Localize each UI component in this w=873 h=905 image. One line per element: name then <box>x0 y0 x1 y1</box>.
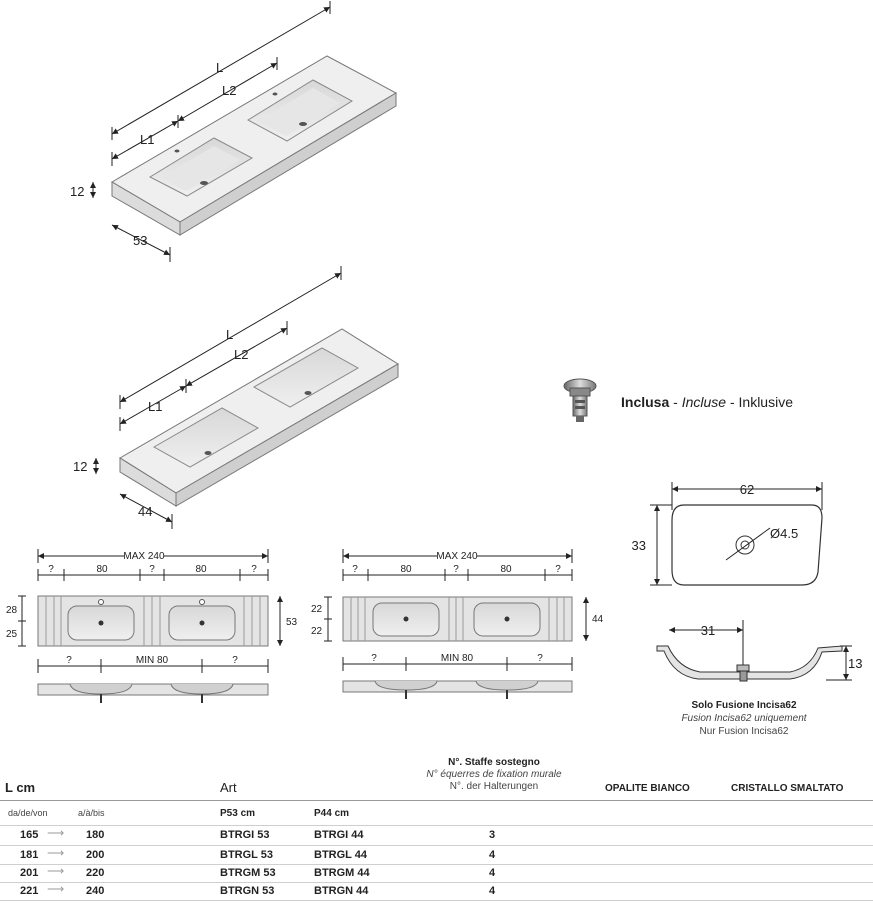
gap-q3: ? <box>251 564 257 575</box>
arrow-right-icon: ⟶ <box>47 826 65 840</box>
included-label: Inclusa - Incluse - Inklusive <box>621 394 793 410</box>
depth-part-2: 25 <box>6 629 18 640</box>
dim-l2-label-2: L2 <box>234 347 248 362</box>
top-view-53: MAX 240 ? 80 ? 80 ? 28 25 53 ? MIN <box>6 549 298 703</box>
basin-depth-label: 33 <box>632 538 646 553</box>
row-3-p53: BTRGM 53 <box>220 867 276 879</box>
row-1-from: 165 <box>20 829 39 841</box>
row-3-to: 220 <box>86 867 105 879</box>
arrow-right-icon: ⟶ <box>47 864 65 878</box>
drain-plug-icon <box>563 378 597 422</box>
top-view-44: MAX 240 ? 80 ? 80 ? 22 22 44 ? MIN 80 <box>311 549 604 699</box>
dim-l1-label-2: L1 <box>148 399 162 414</box>
min-label: MIN 80 <box>136 655 169 666</box>
caption-it: Solo Fusione Incisa62 <box>691 700 797 711</box>
min-label-2: MIN 80 <box>441 653 474 664</box>
row-2-count: 4 <box>489 849 496 861</box>
depth-part-1-2: 22 <box>311 604 323 615</box>
basin-width-2-2: 80 <box>500 564 512 575</box>
row-4-p53: BTRGN 53 <box>220 885 275 897</box>
caption-fr: Fusion Incisa62 uniquement <box>681 713 807 724</box>
row-3-count: 4 <box>489 867 496 879</box>
dim-depth-label-2: 44 <box>138 504 152 519</box>
sep-2: - <box>726 394 739 410</box>
row-1-p53: BTRGI 53 <box>220 829 270 841</box>
col-header-staffe-it: N°. Staffe sostegno <box>448 757 540 768</box>
dim-l2-label: L2 <box>222 83 236 98</box>
row-1-p44: BTRGI 44 <box>314 829 364 841</box>
depth-total-2: 44 <box>592 614 604 625</box>
row-4-count: 4 <box>489 885 496 897</box>
subheader-p44: P44 cm <box>314 808 350 819</box>
included-it: Inclusa <box>621 394 670 410</box>
basin-width-2: 80 <box>195 564 207 575</box>
dim-height-label-2: 12 <box>73 459 87 474</box>
col-header-staffe-de: N°. der Halterungen <box>449 781 539 792</box>
basin-offset-label: 31 <box>701 623 715 638</box>
dim-height-label: 12 <box>70 184 84 199</box>
row-1-to: 180 <box>86 829 105 841</box>
depth-part-2-2: 22 <box>311 626 323 637</box>
arrow-right-icon: ⟶ <box>47 882 65 896</box>
basin-width-label: 62 <box>740 482 754 497</box>
dim-l-label-2: L <box>226 327 233 342</box>
row-1-count: 3 <box>489 829 496 841</box>
iso-drawing-44: L L1 L2 12 44 <box>73 266 399 529</box>
technical-drawings: L L1 L2 12 53 L L1 L2 12 <box>6 1 862 703</box>
col-header-staffe-fr: N° équerres de fixation murale <box>426 769 562 780</box>
dim-l-label: L <box>216 60 223 75</box>
col-header-opalite: OPALITE BIANCO <box>605 783 690 794</box>
depth-part-1: 28 <box>6 605 18 616</box>
basin-width-1: 80 <box>96 564 108 575</box>
bottom-gap-q1: ? <box>66 655 72 666</box>
row-4-to: 240 <box>86 885 105 897</box>
basin-height-label: 13 <box>848 656 862 671</box>
max-label: MAX 240 <box>123 551 165 562</box>
row-2-p44: BTRGL 44 <box>314 849 367 861</box>
row-3-p44: BTRGM 44 <box>314 867 370 879</box>
basin-width-1-2: 80 <box>400 564 412 575</box>
col-header-cristallo: CRISTALLO SMALTATO <box>731 783 844 794</box>
dim-l1-label: L1 <box>140 132 154 147</box>
gap-q2-2: ? <box>453 564 459 575</box>
caption-de: Nur Fusion Incisa62 <box>699 726 789 737</box>
max-label-2: MAX 240 <box>436 551 478 562</box>
row-4-from: 221 <box>20 885 39 897</box>
gap-q1-2: ? <box>352 564 358 575</box>
basin-detail: 62 33 Ø4.5 31 13 <box>632 482 862 682</box>
depth-total: 53 <box>286 617 298 628</box>
col-header-l: L cm <box>5 780 36 795</box>
iso-drawing-53: L L1 L2 12 53 <box>70 1 398 262</box>
hole-diameter-label: Ø4.5 <box>770 526 798 541</box>
row-4-p44: BTRGN 44 <box>314 885 369 897</box>
gap-q3-2: ? <box>555 564 561 575</box>
subheader-from: da/de/von <box>8 808 48 818</box>
included-fr: Incluse <box>681 394 727 410</box>
row-3-from: 201 <box>20 867 39 879</box>
row-2-from: 181 <box>20 849 39 861</box>
row-2-to: 200 <box>86 849 105 861</box>
sep-1: - <box>669 394 682 410</box>
bottom-gap-q2: ? <box>232 655 238 666</box>
subheader-to: a/à/bis <box>78 808 105 818</box>
bottom-gap-q2-2: ? <box>537 653 543 664</box>
bottom-gap-q1-2: ? <box>371 653 377 664</box>
gap-q2: ? <box>149 564 155 575</box>
subheader-p53: P53 cm <box>220 808 256 819</box>
row-2-p53: BTRGL 53 <box>220 849 273 861</box>
gap-q1: ? <box>48 564 54 575</box>
included-de: Inklusive <box>738 394 793 410</box>
arrow-right-icon: ⟶ <box>47 846 65 860</box>
col-header-art: Art <box>220 780 237 795</box>
dim-depth-label: 53 <box>133 233 147 248</box>
